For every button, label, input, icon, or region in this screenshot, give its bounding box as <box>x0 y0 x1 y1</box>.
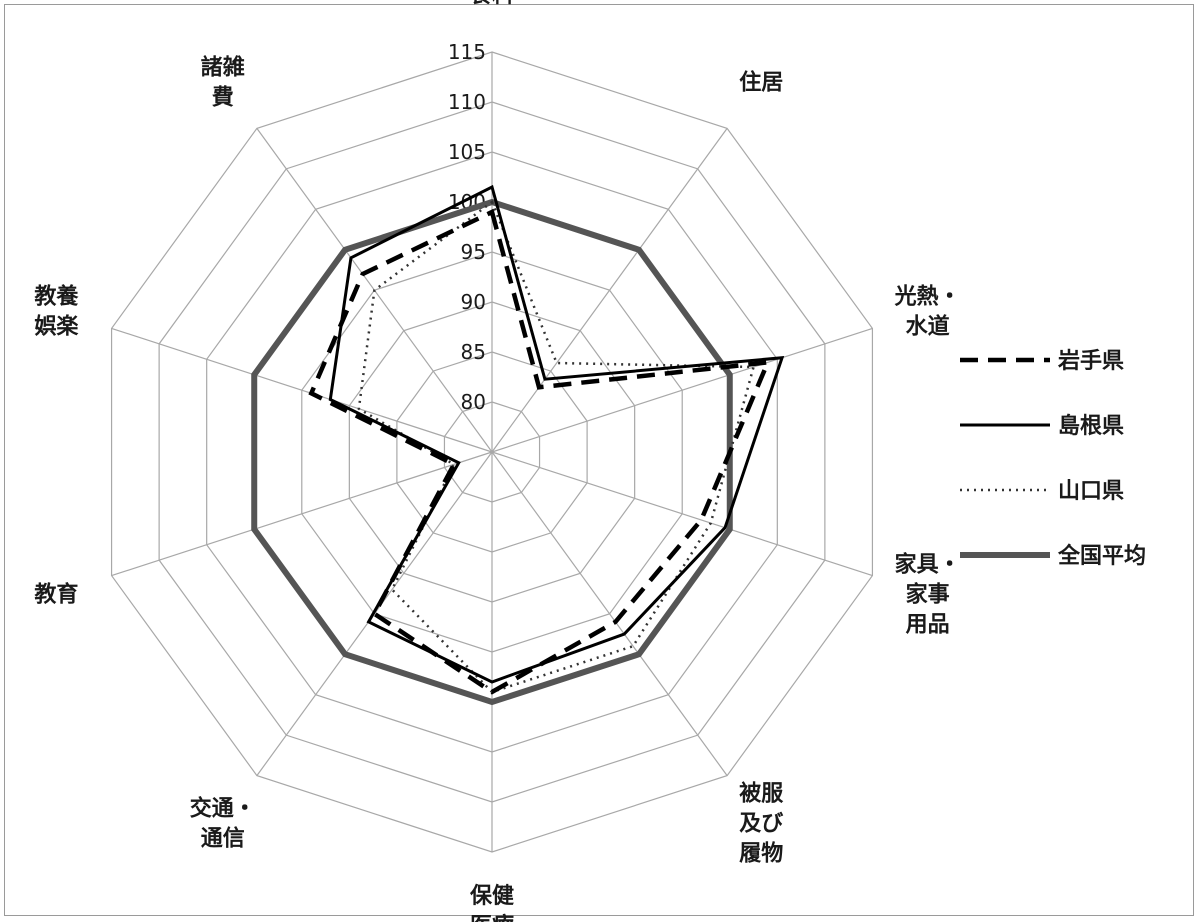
tick-label: 90 <box>461 290 486 314</box>
legend-label: 岩手県 <box>1057 349 1124 374</box>
chart-frame <box>4 4 1194 916</box>
tick-label: 80 <box>461 390 486 414</box>
series-lines <box>251 184 785 706</box>
axis-label-9: 諸雑費 <box>201 54 245 110</box>
legend-item-1: 島根県 <box>960 413 1124 439</box>
axis-label-text: 用品 <box>906 613 950 638</box>
tick-label: 110 <box>448 90 486 114</box>
tick-label: 85 <box>461 340 486 364</box>
axis-label-text: 家事 <box>906 582 950 608</box>
axis-label-5: 保健医療 <box>469 883 514 922</box>
axis-label-text: 交通・ <box>190 796 256 822</box>
grid-spoke <box>111 451 493 577</box>
axis-label-text: 及び <box>739 812 783 837</box>
grid-spoke <box>491 451 873 577</box>
axis-label-text: 費 <box>212 85 234 110</box>
grid-spoke <box>491 451 728 776</box>
radar-grid <box>110 51 874 853</box>
axis-label-6: 交通・通信 <box>190 796 256 852</box>
grid-spoke <box>491 128 728 453</box>
axis-label-text: 水道 <box>906 313 950 339</box>
axis-label-text: 光熱・ <box>894 283 961 309</box>
axis-label-text: 保健 <box>469 883 514 909</box>
series-line-3 <box>251 198 733 706</box>
axis-label-text: 諸雑 <box>201 54 245 80</box>
axis-label-text: 教養 <box>34 283 78 309</box>
legend-label: 島根県 <box>1058 413 1124 439</box>
axis-label-text: 住居 <box>739 69 783 95</box>
axis-label-text: 通信 <box>201 826 245 852</box>
legend-item-0: 岩手県 <box>960 349 1124 374</box>
legend-label: 全国平均 <box>1057 543 1146 569</box>
series-line-0 <box>308 208 772 695</box>
axis-label-0: 食料 <box>470 0 514 8</box>
grid-spoke <box>111 327 493 453</box>
axis-label-text: 娯楽 <box>34 313 79 339</box>
legend-item-2: 山口県 <box>960 479 1124 504</box>
legend-label: 山口県 <box>1058 479 1124 504</box>
axis-label-text: 教育 <box>34 582 78 608</box>
series-line-1 <box>328 184 785 684</box>
legend-item-3: 全国平均 <box>960 543 1146 569</box>
axis-label-2: 光熱・水道 <box>894 283 961 339</box>
axis-label-text: 食料 <box>470 0 514 8</box>
tick-label: 115 <box>448 40 486 64</box>
axis-label-text: 履物 <box>739 841 783 867</box>
grid-spoke <box>491 327 873 453</box>
axis-label-7: 教育 <box>34 582 78 608</box>
axis-label-1: 住居 <box>739 69 783 95</box>
axis-label-text: 被服 <box>739 782 784 807</box>
tick-label: 95 <box>461 240 486 264</box>
axis-label-text: 医療 <box>470 913 514 922</box>
tick-label: 105 <box>448 140 486 164</box>
axis-label-text: 家具・ <box>895 552 961 578</box>
